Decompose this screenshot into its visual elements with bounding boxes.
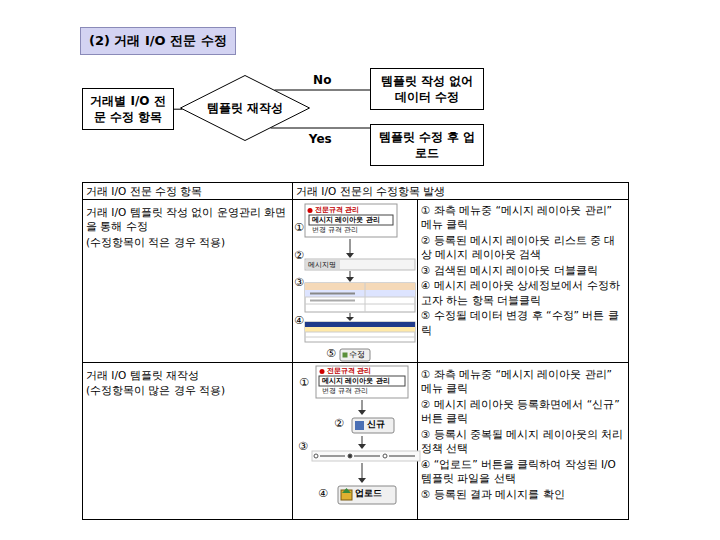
cell-text: 거래 I/O 템플릿 작성 없이 운영관리 화면을 통해 수정 — [86, 205, 286, 234]
cell-text: (수정항목이 적은 경우 적용) — [86, 235, 286, 249]
node-text: 거래별 I/O 전문 수정 항목 — [89, 93, 167, 125]
label-text: 변경 규격 관리 — [322, 387, 368, 396]
connector — [271, 128, 370, 129]
label-text: 변경 규격 관리 — [312, 226, 358, 235]
label-text: 신규 — [367, 419, 385, 430]
decision-diamond: 템플릿 재작성 — [180, 75, 310, 141]
cell-text: ① 좌측 메뉴중 “메시지 레이아웃 관리” 메뉴 클릭 — [421, 203, 625, 232]
callout-number: ④ — [294, 314, 304, 328]
label-text: 거래 I/O 전문 수정 항목 — [86, 185, 202, 198]
connector — [275, 90, 370, 91]
cell-text: ⑤ 수정될 데이터 변경 후 “수정” 버튼 클릭 — [421, 308, 625, 337]
text-column: 거래 I/O 템플릿 작성 없이 운영관리 화면을 통해 수정(수정항목이 적은… — [86, 205, 286, 250]
cell-text: ④ 메시지 레이아웃 상세정보에서 수정하고자 하는 항목 더블클릭 — [421, 278, 625, 307]
process-box: 템플릿 수정 후 업로드 — [370, 124, 484, 166]
cell-text: ④ “업로드” 버튼을 클릭하여 작성된 I/O 템플릿 파일을 선택 — [421, 457, 625, 486]
node-text: 템플릿 작성 없어 데이터 수정 — [377, 73, 477, 105]
label-text: 업로드 — [355, 488, 382, 499]
cell-text: 거래 I/O 템플릿 재작성 — [86, 368, 286, 382]
process-box: 템플릿 작성 없어 데이터 수정 — [370, 68, 484, 110]
label-text: 메시지 레이아웃 관리 — [312, 216, 380, 225]
node-text: 템플릿 재작성 — [207, 100, 283, 116]
screenshot-row2 — [312, 366, 420, 504]
text-column: ① 좌측 메뉴중 “메시지 레이아웃 관리” 메뉴 클릭② 등록된 메시지 레이… — [421, 203, 625, 338]
cell-text: ① 좌측 메뉴중 “메시지 레이아웃 관리” 메뉴 클릭 — [421, 367, 625, 396]
label-text: 수정 — [349, 350, 365, 359]
callout-number: ⑤ — [326, 347, 336, 361]
callout-number: ① — [299, 376, 309, 390]
process-box: 거래별 I/O 전문 수정 항목 — [82, 88, 174, 130]
callout-number: ② — [294, 249, 304, 263]
edge-label: Yes — [307, 132, 334, 146]
cell-text: ② 메시지 레이아웃 등록화면에서 “신규” 버튼 클릭 — [421, 397, 625, 426]
cell-text: (수정항목이 많은 경우 적용) — [86, 383, 286, 397]
edge-label: No — [311, 73, 333, 87]
callout-number: ① — [294, 221, 304, 235]
callout-number: ③ — [294, 276, 304, 290]
cell-text: ③ 등록시 중복될 메시지 레이아웃의 처리 정책 선택 — [421, 427, 625, 456]
screenshot-row1 — [305, 204, 415, 361]
text-column: ① 좌측 메뉴중 “메시지 레이아웃 관리” 메뉴 클릭② 메시지 레이아웃 등… — [421, 367, 625, 502]
label-text: 메시지 레이아웃 관리 — [322, 377, 390, 386]
label-text: 전문규격 관리 — [327, 367, 371, 376]
label-text: 전문규격 관리 — [315, 206, 359, 215]
cell-text: ② 등록된 메시지 레이아웃 리스트 중 대상 메시지 레이아웃 검색 — [421, 233, 625, 262]
callout-number: ③ — [298, 440, 308, 454]
label-text: 거래 I/O 전문의 수정항목 발생 — [296, 185, 445, 198]
text-column: 거래 I/O 템플릿 재작성(수정항목이 많은 경우 적용) — [86, 368, 286, 399]
diamond-shape — [181, 76, 310, 141]
cell-text: ③ 검색된 메시지 레이아웃 더블클릭 — [421, 263, 625, 277]
callout-number: ④ — [318, 487, 328, 501]
table-grid — [83, 183, 629, 520]
node-text: 템플릿 수정 후 업로드 — [377, 129, 477, 161]
title-box: (2) 거래 I/O 전문 수정 — [80, 27, 236, 55]
label-text: 메시지명 — [308, 261, 336, 269]
callout-number: ② — [334, 417, 344, 431]
cell-text: ⑤ 등록된 결과 메시지를 확인 — [421, 487, 625, 501]
